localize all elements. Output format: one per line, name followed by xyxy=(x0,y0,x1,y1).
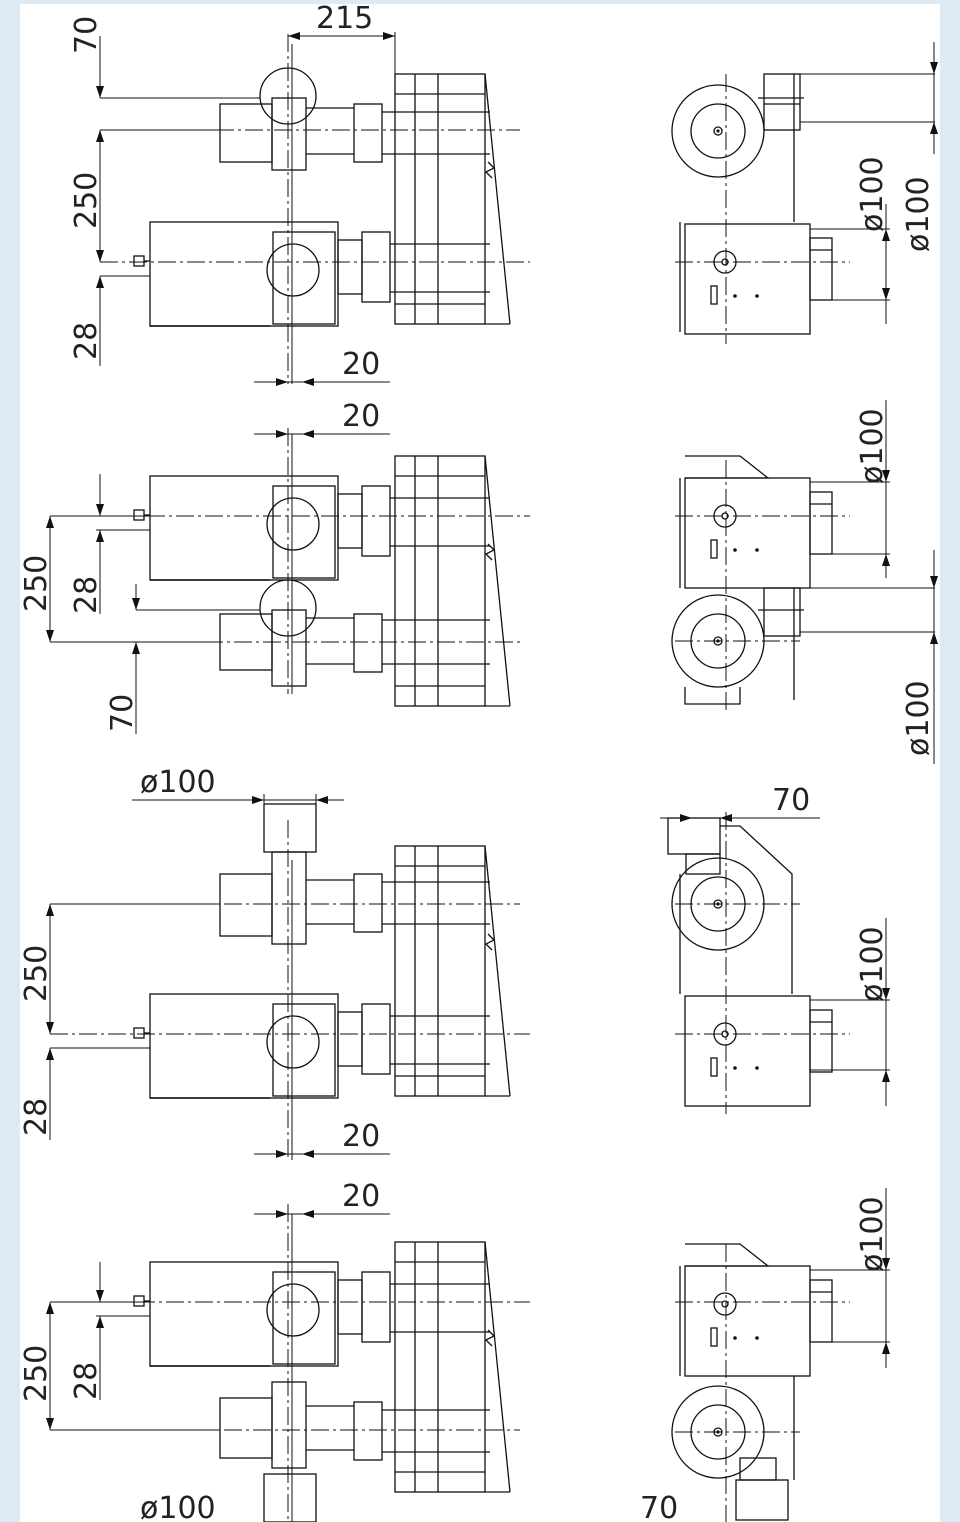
view-1: 215 70 250 28 20 ø100 ø100 xyxy=(69,4,938,386)
dim-20: 20 xyxy=(342,1119,380,1154)
dim-28: 28 xyxy=(69,1362,104,1400)
dim-70: 70 xyxy=(105,694,140,732)
view-3: ø100 250 28 20 70 ø100 xyxy=(20,765,890,1160)
dim-250: 250 xyxy=(20,1345,54,1402)
dim-28: 28 xyxy=(69,322,104,360)
view-4: 20 250 28 ø100 ø100 70 xyxy=(20,1179,890,1522)
technical-drawing: 215 70 250 28 20 ø100 ø100 xyxy=(20,4,938,1522)
dim-70: 70 xyxy=(640,1491,678,1522)
dim-dia-100: ø100 xyxy=(140,765,216,800)
dim-20: 20 xyxy=(342,399,380,434)
dim-dia-100: ø100 xyxy=(855,156,890,232)
dim-70: 70 xyxy=(772,783,810,818)
dim-dia-100: ø100 xyxy=(901,680,936,756)
dim-250: 250 xyxy=(69,172,104,229)
dim-dia-100: ø100 xyxy=(855,1196,890,1272)
dim-dia-100: ø100 xyxy=(855,408,890,484)
dim-20: 20 xyxy=(342,1179,380,1214)
dim-28: 28 xyxy=(20,1098,54,1136)
dim-dia-100: ø100 xyxy=(901,176,936,252)
drawing-sheet: 215 70 250 28 20 ø100 ø100 xyxy=(20,4,940,1522)
dim-70: 70 xyxy=(69,16,104,54)
view-2: 20 250 28 70 ø100 ø100 xyxy=(20,399,938,764)
dim-250: 250 xyxy=(20,555,54,612)
dim-28: 28 xyxy=(69,576,104,614)
dim-250: 250 xyxy=(20,945,54,1002)
dim-215: 215 xyxy=(316,4,373,36)
dim-dia-100: ø100 xyxy=(140,1491,216,1522)
dim-dia-100: ø100 xyxy=(855,926,890,1002)
dim-20: 20 xyxy=(342,347,380,382)
